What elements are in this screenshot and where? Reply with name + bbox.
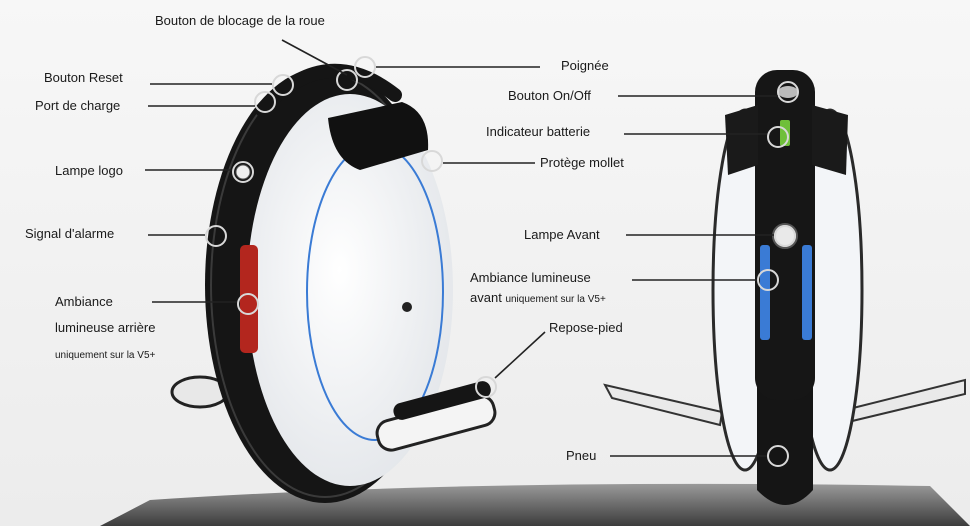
label-logo-lamp: Lampe logo <box>55 163 123 178</box>
label-rear-ambient-1: Ambiance <box>55 294 113 309</box>
callout-charge-port <box>254 91 276 113</box>
label-battery: Indicateur batterie <box>486 124 591 139</box>
label-calf-guard: Protège mollet <box>540 155 624 170</box>
label-alarm: Signal d'alarme <box>25 226 115 241</box>
callout-footrest <box>475 376 497 398</box>
front-on-off-shape <box>778 86 798 98</box>
front-right-guard <box>812 105 848 175</box>
callout-on-off <box>777 81 799 103</box>
label-front-ambient-2a: avant <box>470 290 502 305</box>
callout-logo-lamp <box>232 161 254 183</box>
label-wheel-lock: Bouton de blocage de la roue <box>155 13 325 28</box>
callout-battery <box>767 126 789 148</box>
side-footrest-top <box>393 381 491 420</box>
leader-footrest <box>494 331 546 379</box>
callout-tire <box>767 445 789 467</box>
side-white-disc <box>247 94 453 486</box>
side-handle <box>255 63 402 117</box>
callout-calf-guard <box>421 150 443 172</box>
label-charge-port: Port de charge <box>35 98 121 113</box>
label-rear-ambient-2: lumineuse arrière <box>55 320 156 335</box>
label-reset: Bouton Reset <box>44 70 123 85</box>
side-view-unicycle <box>170 63 497 503</box>
callout-handle <box>354 56 376 78</box>
label-front-ambient-1: Ambiance lumineuse <box>470 270 591 285</box>
callout-alarm <box>205 225 227 247</box>
label-front-lamp: Lampe Avant <box>524 227 600 242</box>
side-rear-red-light <box>240 245 258 353</box>
side-logo-lamp <box>235 164 251 180</box>
front-left-pedal <box>603 383 724 427</box>
callout-front-ambient <box>757 269 779 291</box>
front-right-pedal <box>843 378 966 424</box>
floor-shadow <box>100 483 970 526</box>
label-footrest: Repose-pied <box>549 320 623 335</box>
front-battery-shape <box>780 120 790 146</box>
front-left-blue-light <box>760 245 770 340</box>
label-handle: Poignée <box>561 58 609 73</box>
front-left-guard <box>725 105 758 175</box>
callout-reset <box>272 74 294 96</box>
label-on-off: Bouton On/Off <box>508 88 591 103</box>
front-lamp-shape <box>772 223 798 249</box>
front-view-unicycle <box>603 70 966 505</box>
callout-front-lamp <box>774 225 796 247</box>
label-front-ambient-2: avant uniquement sur la V5+ <box>470 290 606 307</box>
side-center-logo <box>402 302 412 312</box>
callout-rear-ambient <box>237 293 259 315</box>
label-tire: Pneu <box>566 448 597 463</box>
callout-wheel-lock <box>336 69 358 91</box>
side-calf-guard <box>328 102 429 170</box>
front-right-blue-light <box>802 245 812 340</box>
leader-wheel-lock <box>281 39 348 76</box>
label-rear-ambient-3: uniquement sur la V5+ <box>55 350 156 361</box>
label-front-ambient-2b: uniquement sur la V5+ <box>505 294 606 305</box>
